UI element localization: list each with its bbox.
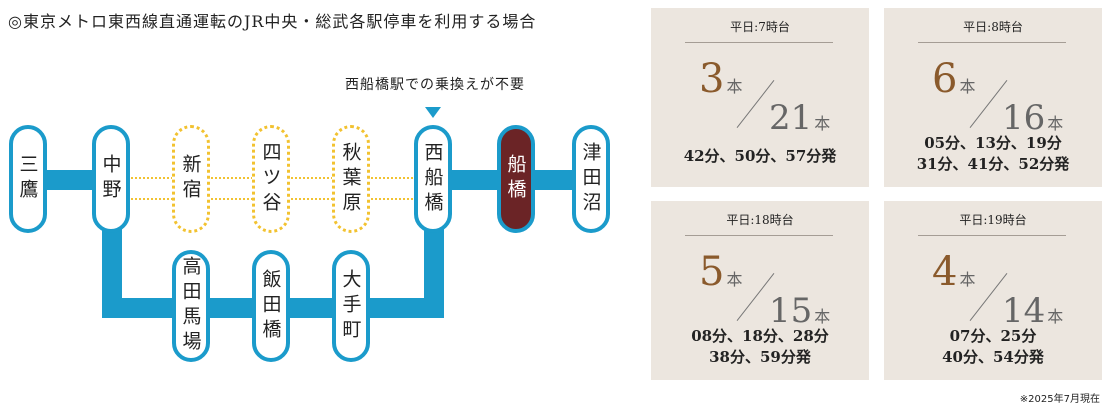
card-header: 平日:8時台 bbox=[963, 20, 1023, 34]
station-tsudanuma: 津田沼 bbox=[572, 125, 610, 233]
card-header: 平日:19時台 bbox=[959, 213, 1027, 227]
transfer-note: 西船橋駅での乗換えが不要 bbox=[345, 77, 525, 93]
station-shinjuku: 新宿 bbox=[172, 125, 210, 233]
divider bbox=[685, 235, 833, 236]
divider bbox=[918, 42, 1066, 43]
station-iidabashi: 飯田橋 bbox=[252, 250, 290, 362]
station-nishifunabashi: 西船橋 bbox=[414, 125, 452, 233]
card-header: 平日:18時台 bbox=[726, 213, 794, 227]
divider bbox=[685, 42, 833, 43]
card-header: 平日:7時台 bbox=[730, 20, 790, 34]
station-mitaka: 三鷹 bbox=[9, 125, 47, 233]
station-yotsuya: 四ツ谷 bbox=[252, 125, 290, 233]
page-title: ◎東京メトロ東西線直通運転のJR中央・総武各駅停車を利用する場合 bbox=[8, 12, 537, 31]
station-otemachi: 大手町 bbox=[332, 250, 370, 362]
footnote: ※2025年7月現在 bbox=[1019, 394, 1100, 405]
station-nakano: 中野 bbox=[92, 125, 130, 233]
station-funabashi: 船橋 bbox=[497, 125, 535, 233]
station-akihabara: 秋葉原 bbox=[332, 125, 370, 233]
divider bbox=[918, 235, 1066, 236]
station-takadanobaba: 高田馬場 bbox=[172, 250, 210, 362]
departure-times: 42分、50分、57分発 bbox=[683, 147, 837, 165]
pointer-triangle-icon bbox=[425, 107, 441, 118]
